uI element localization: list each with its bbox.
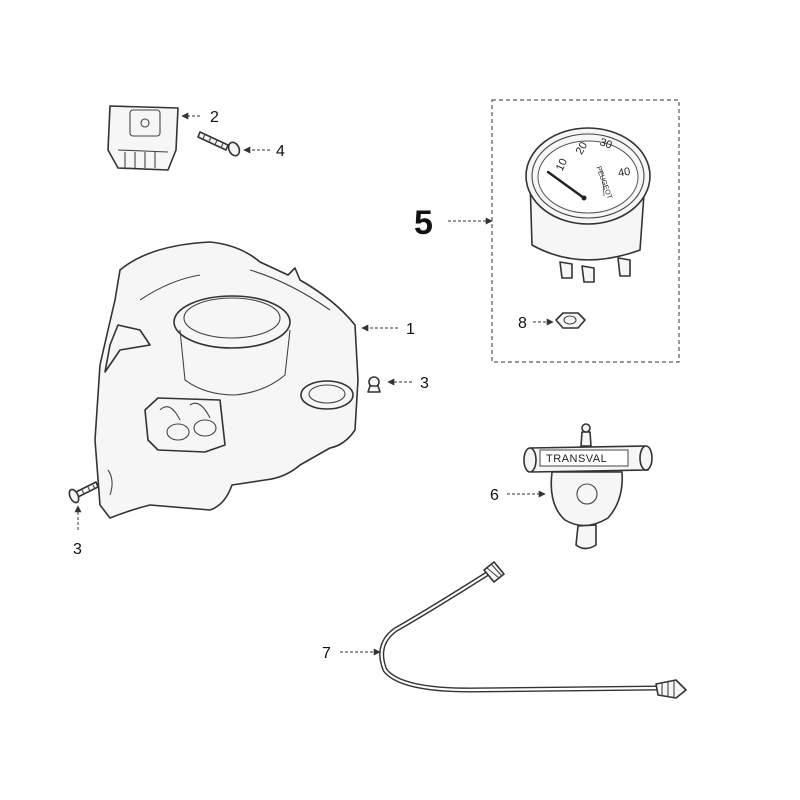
callout-3-right: 3	[420, 375, 429, 392]
callout-4: 4	[276, 143, 285, 160]
speedometer-tick-40: 40	[617, 166, 631, 180]
screw-part	[197, 131, 241, 157]
speed-sensor-part: TRANSVAL	[523, 423, 653, 550]
speedometer-tick-10: 10	[554, 157, 570, 173]
speedometer-needle	[546, 170, 586, 200]
speedometer-part: 10 20 30 40 PEUGEOT	[525, 127, 651, 283]
speedometer-tick-20: 20	[574, 140, 591, 157]
nut-part	[555, 312, 586, 329]
headset-cover-part	[94, 241, 359, 519]
sensor-brand: TRANSVAL	[546, 453, 607, 465]
sensor-label-plate	[539, 449, 629, 467]
bolt-part	[68, 481, 99, 504]
callout-5: 5	[414, 204, 433, 242]
callout-6: 6	[490, 487, 499, 504]
callout-7: 7	[322, 645, 331, 662]
bracket-part	[107, 105, 179, 171]
callout-2: 2	[210, 109, 219, 126]
speedometer-assembly-box	[491, 99, 680, 363]
small-screw-part	[367, 376, 381, 393]
speedometer-tick-30: 30	[598, 136, 614, 151]
callout-1: 1	[406, 321, 415, 338]
speedometer-cable-part	[379, 561, 687, 699]
speedometer-dial	[537, 140, 639, 214]
callout-8: 8	[518, 315, 527, 332]
callout-3-left: 3	[73, 541, 82, 558]
